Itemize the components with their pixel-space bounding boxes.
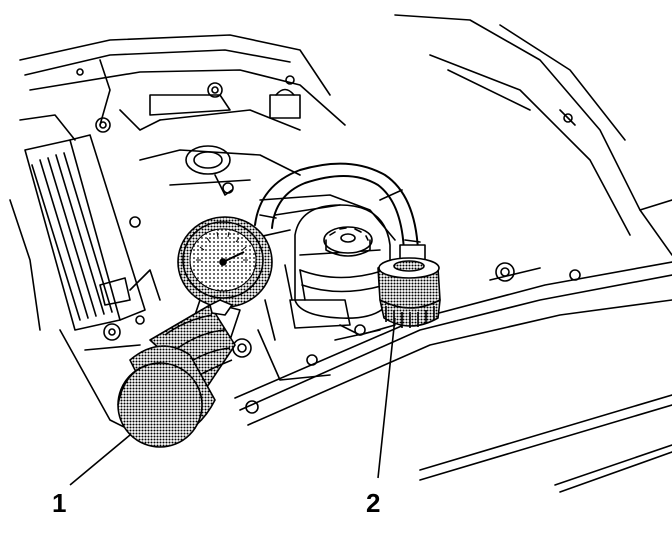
callout-1: 1	[52, 488, 66, 518]
pressure-gauge	[177, 216, 273, 316]
firewall-cowl	[19, 34, 346, 133]
leader-line-1	[69, 434, 131, 486]
tester-hose	[254, 162, 421, 253]
fender-edge	[234, 261, 672, 493]
reservoir-cap	[323, 226, 373, 257]
cooling-system-pressure-tester	[117, 216, 273, 448]
tester-pump	[117, 299, 241, 448]
leader-line-2	[377, 317, 396, 479]
hood-panel	[394, 14, 672, 256]
coolant-reservoir	[294, 204, 391, 319]
gauge-needle	[222, 251, 245, 263]
cooling-system-adapter	[377, 244, 441, 328]
callout-2: 2	[366, 488, 380, 518]
leader-lines	[69, 317, 396, 486]
